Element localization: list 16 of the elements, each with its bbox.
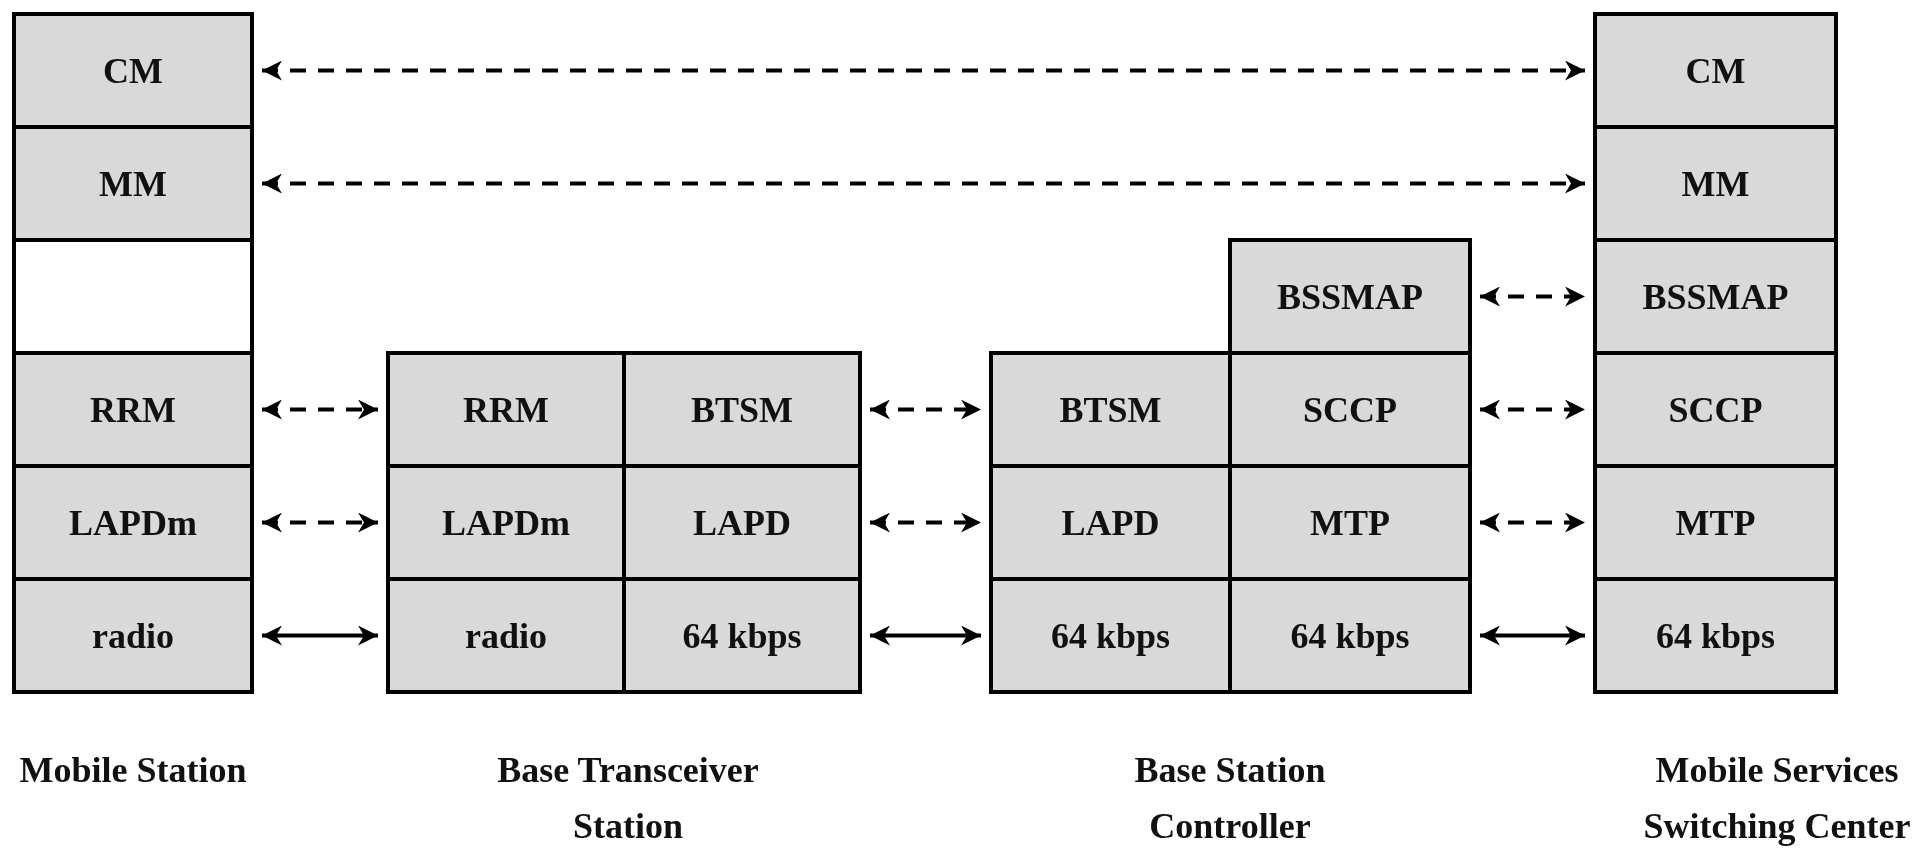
dashed-arrow bbox=[262, 512, 378, 533]
dashed-arrow bbox=[1480, 399, 1585, 420]
dashed-arrow bbox=[262, 399, 378, 420]
station-caption: Mobile Station bbox=[18, 749, 248, 792]
arrow bbox=[870, 625, 981, 646]
arrow bbox=[262, 625, 378, 646]
dashed-arrow bbox=[1480, 512, 1585, 533]
arrow bbox=[1480, 625, 1585, 646]
station-caption: Base Station Controller bbox=[1133, 749, 1327, 848]
station-caption: Mobile Services Switching Center bbox=[1642, 749, 1912, 848]
dashed-arrow bbox=[1480, 286, 1585, 307]
dashed-arrow bbox=[870, 512, 981, 533]
dashed-arrow bbox=[870, 399, 981, 420]
dashed-arrow bbox=[262, 60, 1585, 81]
station-caption: Base Transceiver Station bbox=[496, 749, 760, 848]
dashed-arrow bbox=[262, 173, 1585, 194]
